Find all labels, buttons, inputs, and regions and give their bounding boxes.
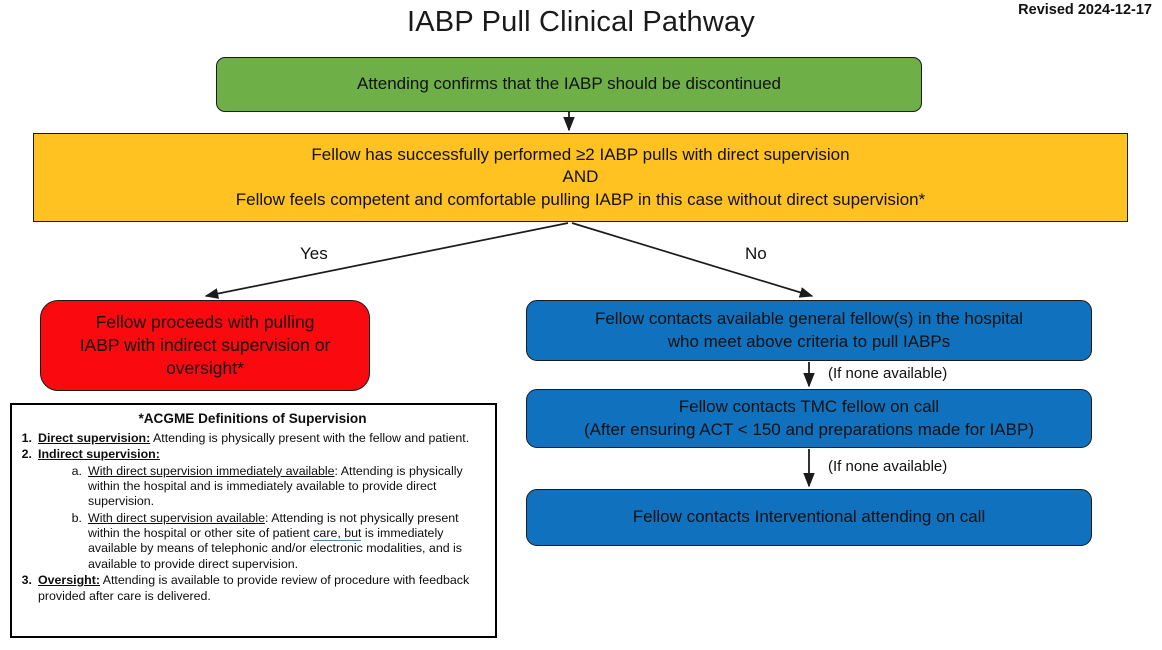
node-contact-general-fellows[interactable]: Fellow contacts available general fellow…	[526, 300, 1092, 361]
node-line: Fellow contacts Interventional attending…	[632, 507, 986, 527]
edge-label-yes: Yes	[300, 244, 328, 263]
node-line: IABP with indirect supervision or	[79, 334, 331, 355]
legend-text: : Attending is not physically present wi…	[88, 510, 459, 541]
page-title: IABP Pull Clinical Pathway	[407, 6, 755, 38]
edge-label-if-none-available-1: (If none available)	[828, 365, 948, 382]
node-line: Fellow feels competent and comfortable p…	[235, 189, 926, 209]
node-line: Fellow has successfully performed ≥2 IAB…	[311, 144, 850, 164]
node-line: oversight*	[166, 358, 244, 379]
legend-term: With direct supervision immediately avai…	[88, 463, 335, 478]
legend-item-body: Indirect supervision:	[38, 447, 487, 462]
legend-item-body: Oversight: Attending is available to pro…	[38, 573, 487, 604]
legend-text: Attending is physically present with the…	[150, 430, 470, 445]
legend-text: is immediately available by means of tel…	[88, 526, 463, 571]
node-line: (After ensuring ACT < 150 and preparatio…	[584, 419, 1034, 439]
legend-item-marker: 1.	[21, 430, 32, 445]
legend-item-marker: 3.	[21, 573, 32, 588]
legend-subitem-immediately-available: a. With direct supervision immediately a…	[70, 464, 487, 510]
legend-subitem-marker: b.	[71, 510, 82, 525]
legend-term: Indirect supervision:	[38, 447, 160, 462]
legend-term: With direct supervision available	[88, 510, 265, 525]
revision-date: Revised 2024-12-17	[1018, 2, 1152, 18]
grammar-flagged-text: care, but	[313, 526, 362, 542]
legend-title: *ACGME Definitions of Supervision	[138, 411, 367, 426]
legend-term: Direct supervision:	[38, 430, 151, 445]
legend-item-indirect-supervision: 2. Indirect supervision:	[18, 447, 487, 462]
legend-item-oversight: 3. Oversight: Attending is available to …	[18, 573, 487, 604]
node-contact-interventional-attending[interactable]: Fellow contacts Interventional attending…	[526, 489, 1092, 546]
node-line: Fellow contacts TMC fellow on call	[678, 397, 940, 417]
edge-label-if-none-available-2: (If none available)	[828, 458, 948, 475]
legend-item-direct-supervision: 1. Direct supervision: Attending is phys…	[18, 431, 487, 446]
node-line: Fellow proceeds with pulling	[95, 311, 315, 332]
node-line: AND	[562, 167, 599, 187]
edge-label-no: No	[745, 244, 767, 263]
legend-subitem-available: b. With direct supervision available: At…	[70, 511, 487, 573]
node-contact-tmc-fellow[interactable]: Fellow contacts TMC fellow on call (Afte…	[526, 389, 1092, 448]
legend-subitem-body: With direct supervision available: Atten…	[88, 511, 487, 573]
node-line: Fellow contacts available general fellow…	[594, 309, 1024, 329]
node-line: who meet above criteria to pull IABPs	[667, 331, 951, 351]
node-attending-confirms[interactable]: Attending confirms that the IABP should …	[216, 57, 922, 112]
acgme-definitions-legend: *ACGME Definitions of Supervision 1. Dir…	[10, 403, 497, 638]
legend-term: Oversight:	[38, 573, 100, 588]
node-line: Attending confirms that the IABP should …	[356, 74, 781, 94]
node-decision-criteria[interactable]: Fellow has successfully performed ≥2 IAB…	[33, 133, 1128, 222]
legend-subitem-body: With direct supervision immediately avai…	[88, 464, 487, 510]
legend-item-marker: 2.	[21, 447, 32, 462]
legend-subitem-marker: a.	[71, 463, 82, 478]
legend-text: Attending is available to provide review…	[38, 573, 470, 603]
legend-text: : Attending is physically within the hos…	[88, 463, 463, 509]
node-fellow-proceeds[interactable]: Fellow proceeds with pulling IABP with i…	[40, 300, 370, 391]
legend-item-body: Direct supervision: Attending is physica…	[38, 431, 487, 446]
